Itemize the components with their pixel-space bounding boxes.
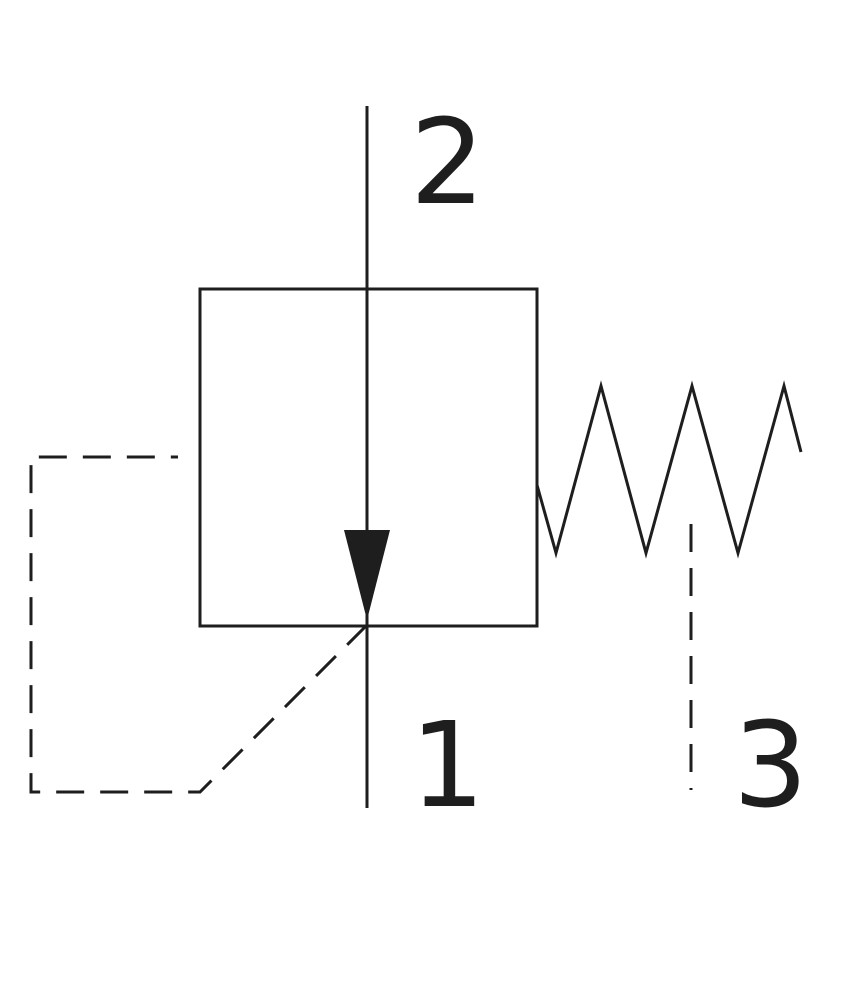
flow-arrow-icon — [344, 530, 390, 620]
spring-icon — [535, 380, 803, 559]
pilot-line — [29, 455, 369, 794]
port-3-label: 3 — [733, 696, 808, 834]
port-2-label: 2 — [410, 93, 485, 231]
port-1-label: 1 — [410, 696, 485, 834]
